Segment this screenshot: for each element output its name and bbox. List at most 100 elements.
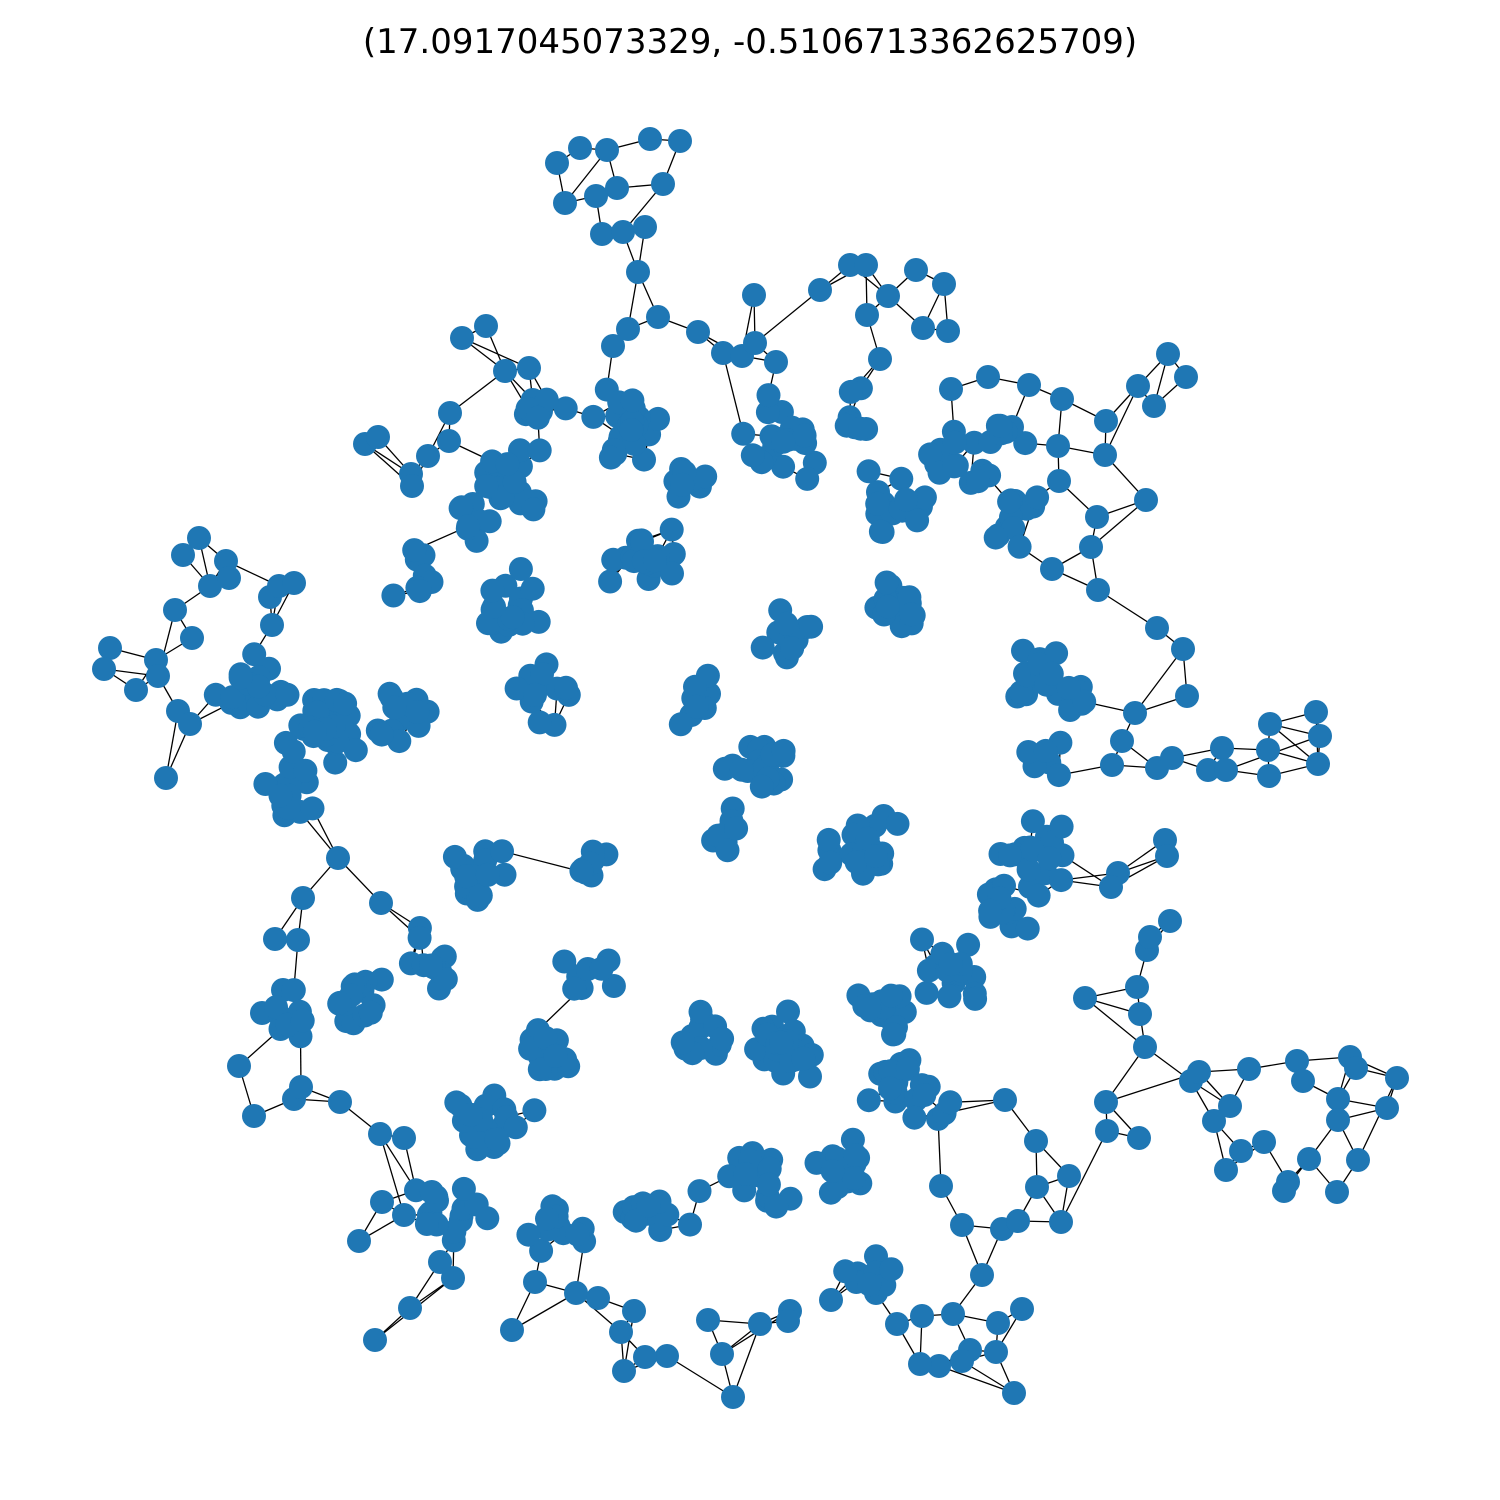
graph-node — [929, 1174, 953, 1198]
graph-node — [842, 1166, 867, 1190]
graph-node — [1385, 1066, 1409, 1090]
graph-node — [936, 319, 960, 343]
graph-node — [670, 472, 695, 497]
graph-node — [670, 1030, 695, 1055]
graph-node — [1049, 868, 1074, 893]
graph-node — [966, 469, 991, 494]
graph-node — [1308, 724, 1332, 748]
graph-node — [993, 1088, 1017, 1112]
graph-node — [480, 578, 505, 603]
graph-node — [590, 222, 614, 246]
graph-node — [369, 891, 393, 915]
graph-node — [622, 1299, 646, 1323]
graph-node — [228, 665, 253, 690]
graph-node — [721, 1385, 745, 1409]
graph-node — [227, 1054, 251, 1078]
graph-node — [441, 1266, 465, 1290]
graph-node — [885, 1312, 909, 1336]
graph-node — [876, 284, 900, 308]
graph-node — [668, 129, 692, 153]
graph-node — [525, 405, 550, 430]
graph-node — [124, 678, 148, 702]
graph-node — [246, 674, 271, 699]
graph-node — [598, 569, 623, 594]
graph-node — [553, 191, 577, 215]
graph-node — [428, 1250, 452, 1274]
graph-nodes — [92, 127, 1409, 1409]
graph-node — [564, 1281, 588, 1305]
graph-node — [1346, 1148, 1370, 1172]
graph-node — [535, 1206, 559, 1231]
graph-node — [678, 1212, 702, 1237]
graph-node — [620, 388, 645, 413]
graph-node — [1046, 434, 1070, 458]
graph-node — [146, 664, 170, 688]
graph-node — [642, 548, 667, 573]
graph-node — [302, 719, 327, 744]
graph-node — [1187, 1060, 1211, 1084]
graph-node — [454, 864, 479, 889]
graph-edge — [1084, 997, 1146, 1048]
graph-node — [1025, 1175, 1049, 1199]
graph-node — [533, 1026, 558, 1050]
graph-node — [755, 400, 780, 425]
graph-node — [1025, 485, 1050, 510]
graph-node — [1257, 764, 1281, 788]
graph-node — [756, 383, 781, 408]
graph-node — [1375, 1096, 1399, 1120]
graph-node — [941, 1302, 965, 1326]
graph-node — [400, 474, 424, 498]
graph-node — [503, 1115, 528, 1140]
graph-node — [565, 1222, 590, 1247]
graph-node — [646, 406, 670, 431]
graph-node — [712, 756, 737, 781]
graph-node — [1325, 1180, 1349, 1204]
graph-node — [553, 396, 578, 421]
graph-node — [646, 305, 670, 329]
graph-edge — [1134, 648, 1184, 714]
graph-node — [838, 379, 863, 404]
graph-node — [492, 862, 517, 887]
graph-node — [382, 695, 407, 720]
graph-node — [638, 127, 662, 151]
graph-node — [369, 722, 394, 747]
graph-node — [978, 898, 1003, 923]
graph-node — [289, 1075, 313, 1099]
graph-node — [771, 429, 796, 454]
graph-node — [468, 883, 493, 908]
graph-node — [260, 613, 284, 637]
graph-node — [381, 583, 406, 608]
graph-node — [895, 1056, 920, 1081]
graph-node — [1099, 875, 1123, 899]
graph-node — [327, 990, 352, 1015]
graph-node — [456, 514, 481, 539]
graph-node — [500, 605, 525, 630]
graph-node — [756, 1172, 781, 1197]
graph-node — [601, 334, 625, 358]
graph-node — [731, 421, 756, 446]
graph-node — [484, 1127, 509, 1152]
graph-node — [1095, 1119, 1119, 1143]
graph-node — [819, 1288, 843, 1312]
graph-edge — [1104, 385, 1139, 456]
graph-node — [366, 425, 390, 449]
graph-node — [686, 320, 710, 344]
graph-node — [242, 642, 267, 667]
graph-node — [370, 1190, 394, 1214]
graph-node — [474, 314, 498, 338]
graph-node — [1291, 1069, 1315, 1093]
graph-node — [1326, 1087, 1350, 1111]
graph-node — [414, 1212, 439, 1236]
graph-node — [899, 602, 924, 627]
graph-node — [630, 529, 654, 554]
graph-node — [696, 1308, 720, 1332]
graph-node — [281, 978, 306, 1003]
graph-node — [855, 303, 879, 327]
graph-node — [780, 636, 805, 661]
graph-node — [988, 413, 1013, 438]
graph-node — [605, 176, 629, 200]
graph-node — [1016, 857, 1041, 882]
graph-node — [326, 846, 350, 870]
graph-node — [905, 508, 930, 533]
